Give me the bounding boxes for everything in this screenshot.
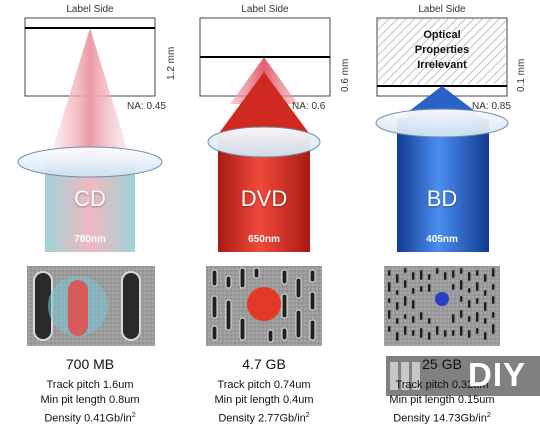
dvd-capacity: 4.7 GB — [242, 356, 286, 372]
watermark-logo: DIY — [468, 356, 527, 393]
dvd-na-label: NA: 0.6 — [292, 101, 326, 112]
bd-thickness-label: 0.1 mm — [516, 58, 527, 92]
bd-density: Density 14.73Gb/in2 — [393, 412, 491, 425]
bd-label-side: Label Side — [418, 4, 466, 15]
bd-wavelength: 405nm — [426, 234, 458, 245]
dvd-wavelength: 650nm — [248, 234, 280, 245]
cd-track-pitch: Track pitch 1.6um — [46, 379, 134, 391]
cd-disc-name: CD — [74, 186, 106, 211]
optical-note-line-1: Optical — [423, 29, 461, 41]
dvd-laser-body — [218, 140, 310, 252]
cd-wavelength: 780nm — [74, 234, 106, 245]
bd-cover-hatch — [378, 19, 506, 84]
cd-min-pit-length: Min pit length 0.8um — [40, 394, 140, 406]
cd-laser-beam — [50, 28, 130, 158]
cd-na-label: NA: 0.45 — [127, 101, 166, 112]
optical-note-line-3: Irrelevant — [417, 59, 467, 71]
cd-thickness-label: 1.2 mm — [166, 46, 177, 80]
bd-capacity: 25 GB — [422, 356, 462, 372]
dvd-density: Density 2.77Gb/in2 — [218, 412, 310, 425]
dvd-objective-lens — [207, 126, 321, 158]
dvd-min-pit-length: Min pit length 0.4um — [214, 394, 314, 406]
dvd-thickness-label: 0.6 mm — [340, 58, 351, 92]
bd-laser-body — [397, 118, 489, 252]
bd-objective-lens — [375, 108, 509, 138]
bd-track-pitch: Track pitch 0.32um — [395, 379, 489, 391]
cd-specs: Track pitch 1.6um Min pit length 0.8um D… — [10, 378, 170, 427]
dvd-column — [199, 17, 331, 346]
dvd-laser-spot — [247, 287, 281, 321]
cd-objective-lens — [17, 146, 163, 178]
watermark-block — [386, 356, 540, 396]
cd-capacity: 700 MB — [65, 356, 115, 372]
dvd-label-side: Label Side — [241, 4, 289, 15]
bd-column — [375, 17, 509, 346]
optical-note-line-2: Properties — [414, 44, 470, 56]
optical-properties-note: Optical Properties Irrelevant — [378, 28, 506, 73]
bd-disc-name: BD — [426, 186, 458, 211]
bd-specs: Track pitch 0.32um Min pit length 0.15um… — [362, 378, 522, 427]
dvd-laser-cone — [214, 72, 314, 140]
dvd-track-pitch: Track pitch 0.74um — [217, 379, 311, 391]
bd-laser-spot — [435, 292, 449, 306]
cd-density: Density 0.41Gb/in2 — [44, 412, 136, 425]
dvd-specs: Track pitch 0.74um Min pit length 0.4um … — [184, 378, 344, 427]
bd-na-label: NA: 0.85 — [472, 101, 511, 112]
cd-label-side: Label Side — [66, 4, 114, 15]
dvd-disc-name: DVD — [240, 186, 288, 211]
cd-column — [17, 17, 163, 346]
bd-min-pit-length: Min pit length 0.15um — [389, 394, 495, 406]
